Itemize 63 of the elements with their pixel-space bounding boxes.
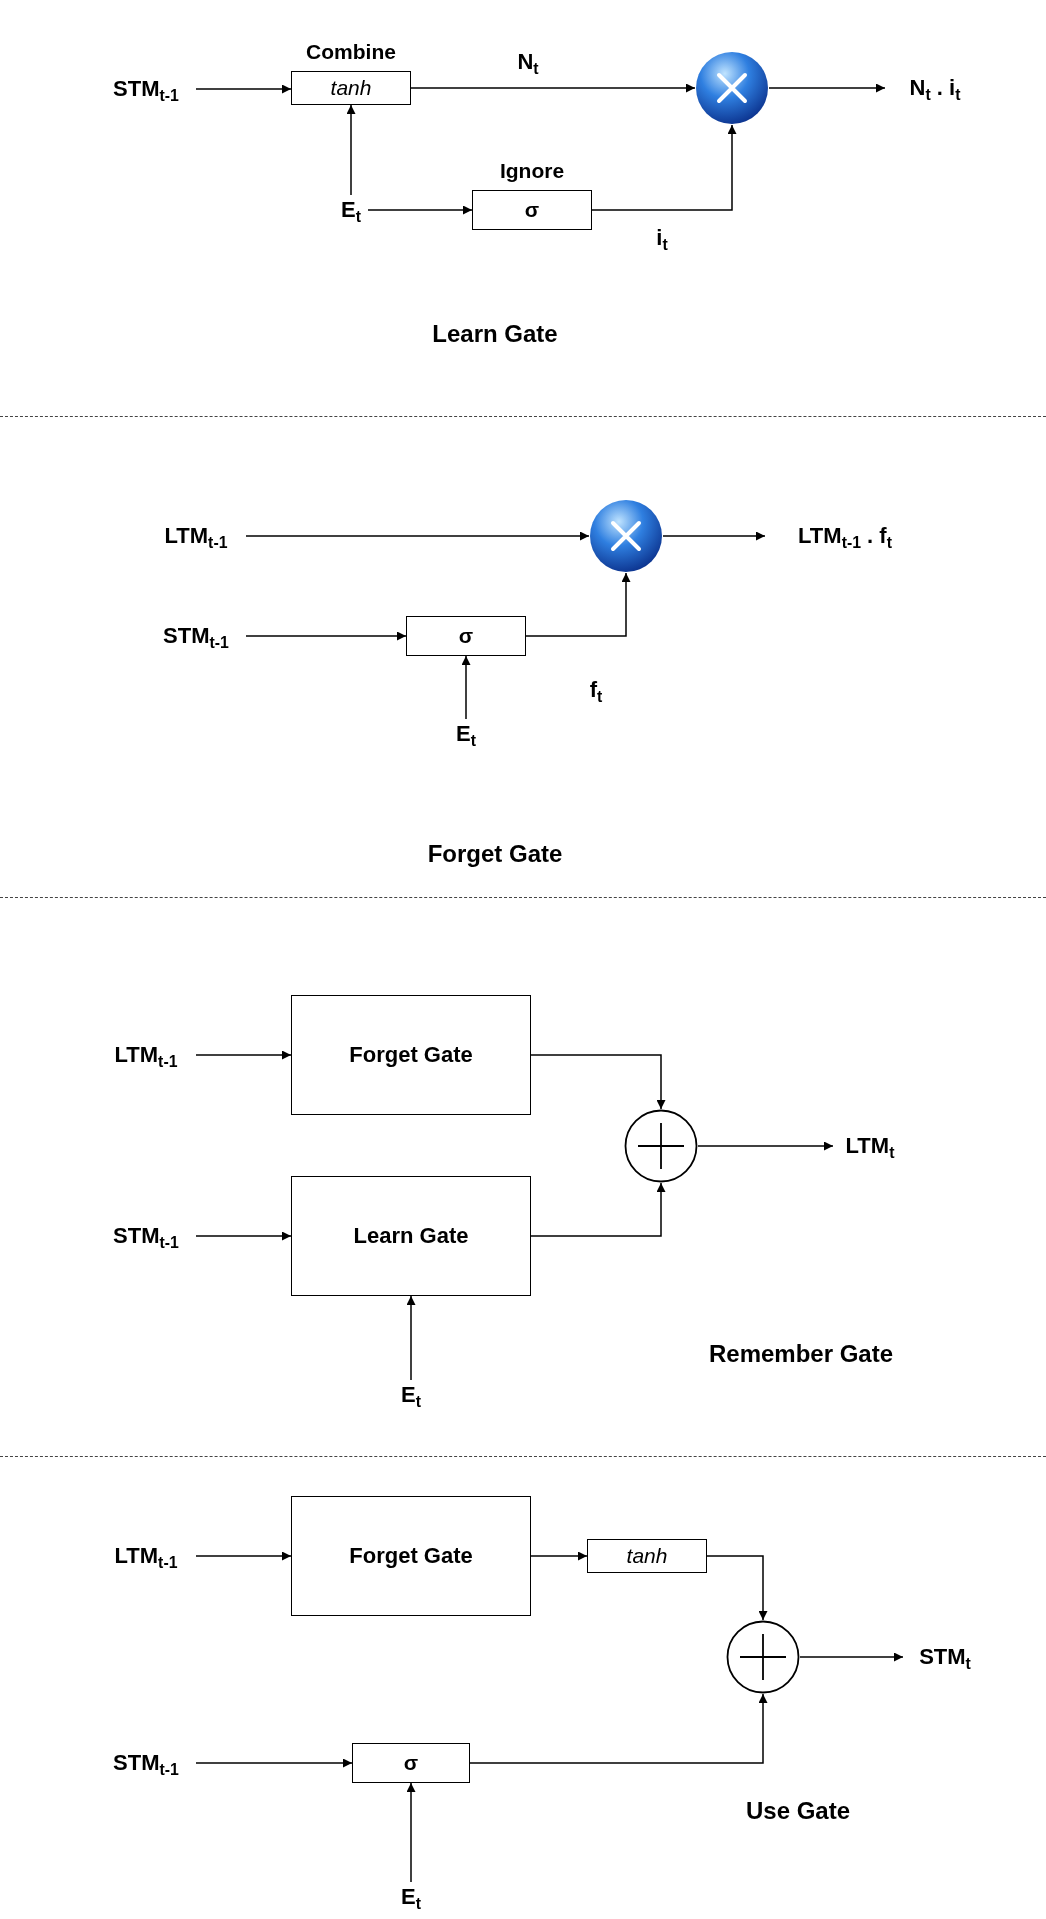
variable-label: STM$_{t-1}$	[96, 1748, 196, 1778]
box-label: Forget Gate	[349, 1543, 473, 1569]
variable-label: E$_{t}$	[394, 1380, 428, 1410]
variable-label: E$_{t}$	[394, 1882, 428, 1912]
arrow	[245, 531, 590, 541]
gate-box	[587, 1539, 707, 1573]
arrow	[591, 124, 737, 211]
arrow	[469, 1693, 768, 1764]
arrow	[530, 1182, 666, 1237]
arrow	[768, 83, 886, 93]
add-circle	[624, 1109, 698, 1183]
variable-label: LTM$_{t}$	[833, 1131, 907, 1161]
arrow	[195, 84, 292, 94]
box-label: tanh	[330, 76, 372, 100]
section-title: Remember Gate	[708, 1340, 894, 1368]
arrow	[410, 83, 696, 93]
arrow	[530, 1551, 588, 1561]
variable-label: E$_{t}$	[449, 719, 483, 749]
add-circle	[726, 1620, 800, 1694]
arrow	[461, 655, 471, 720]
variable-label: STM$_{t-1}$	[96, 1221, 196, 1251]
box-label: Forget Gate	[349, 1042, 473, 1068]
variable-label: LTM$_{t-1}$	[96, 1541, 196, 1571]
variable-label: STM$_{t-1}$	[146, 621, 246, 651]
gate-box	[291, 1496, 531, 1616]
multiply-circle	[695, 51, 769, 125]
variable-label: STM$_{t}$	[903, 1642, 987, 1672]
section-title: Learn Gate	[432, 320, 558, 348]
multiply-circle	[589, 499, 663, 573]
arrow	[530, 1054, 666, 1110]
arrow	[406, 1782, 416, 1883]
box-label: Learn Gate	[353, 1223, 469, 1249]
arrow	[706, 1555, 768, 1621]
arrow	[662, 531, 766, 541]
box-label: tanh	[626, 1544, 668, 1568]
arrow	[406, 1295, 416, 1381]
arrow	[195, 1231, 292, 1241]
gate-box	[352, 1743, 470, 1783]
arrow	[367, 205, 473, 215]
box-label: σ	[458, 624, 474, 648]
arrow	[346, 104, 356, 196]
arrow	[195, 1050, 292, 1060]
arrow	[525, 572, 631, 637]
variable-label: LTM$_{t-1}$	[96, 1040, 196, 1070]
gate-box	[406, 616, 526, 656]
gate-box	[291, 1176, 531, 1296]
arrow	[799, 1652, 904, 1662]
box-heading: Ignore	[499, 159, 565, 183]
arrow	[245, 631, 407, 641]
variable-label: N$_{t}$ . i$_{t}$	[885, 73, 985, 103]
box-heading: Combine	[306, 40, 396, 64]
box-label: σ	[403, 1751, 419, 1775]
gate-box	[291, 995, 531, 1115]
section-title: Forget Gate	[427, 840, 563, 868]
arrow	[195, 1758, 353, 1768]
variable-label: LTM$_{t-1}$	[146, 521, 246, 551]
arrow	[195, 1551, 292, 1561]
variable-label: STM$_{t-1}$	[96, 74, 196, 104]
variable-label: LTM$_{t-1}$ . f$_{t}$	[765, 521, 925, 551]
box-label: σ	[524, 198, 540, 222]
arrow	[697, 1141, 834, 1151]
section-title: Use Gate	[745, 1797, 851, 1825]
variable-label: E$_{t}$	[334, 195, 368, 225]
